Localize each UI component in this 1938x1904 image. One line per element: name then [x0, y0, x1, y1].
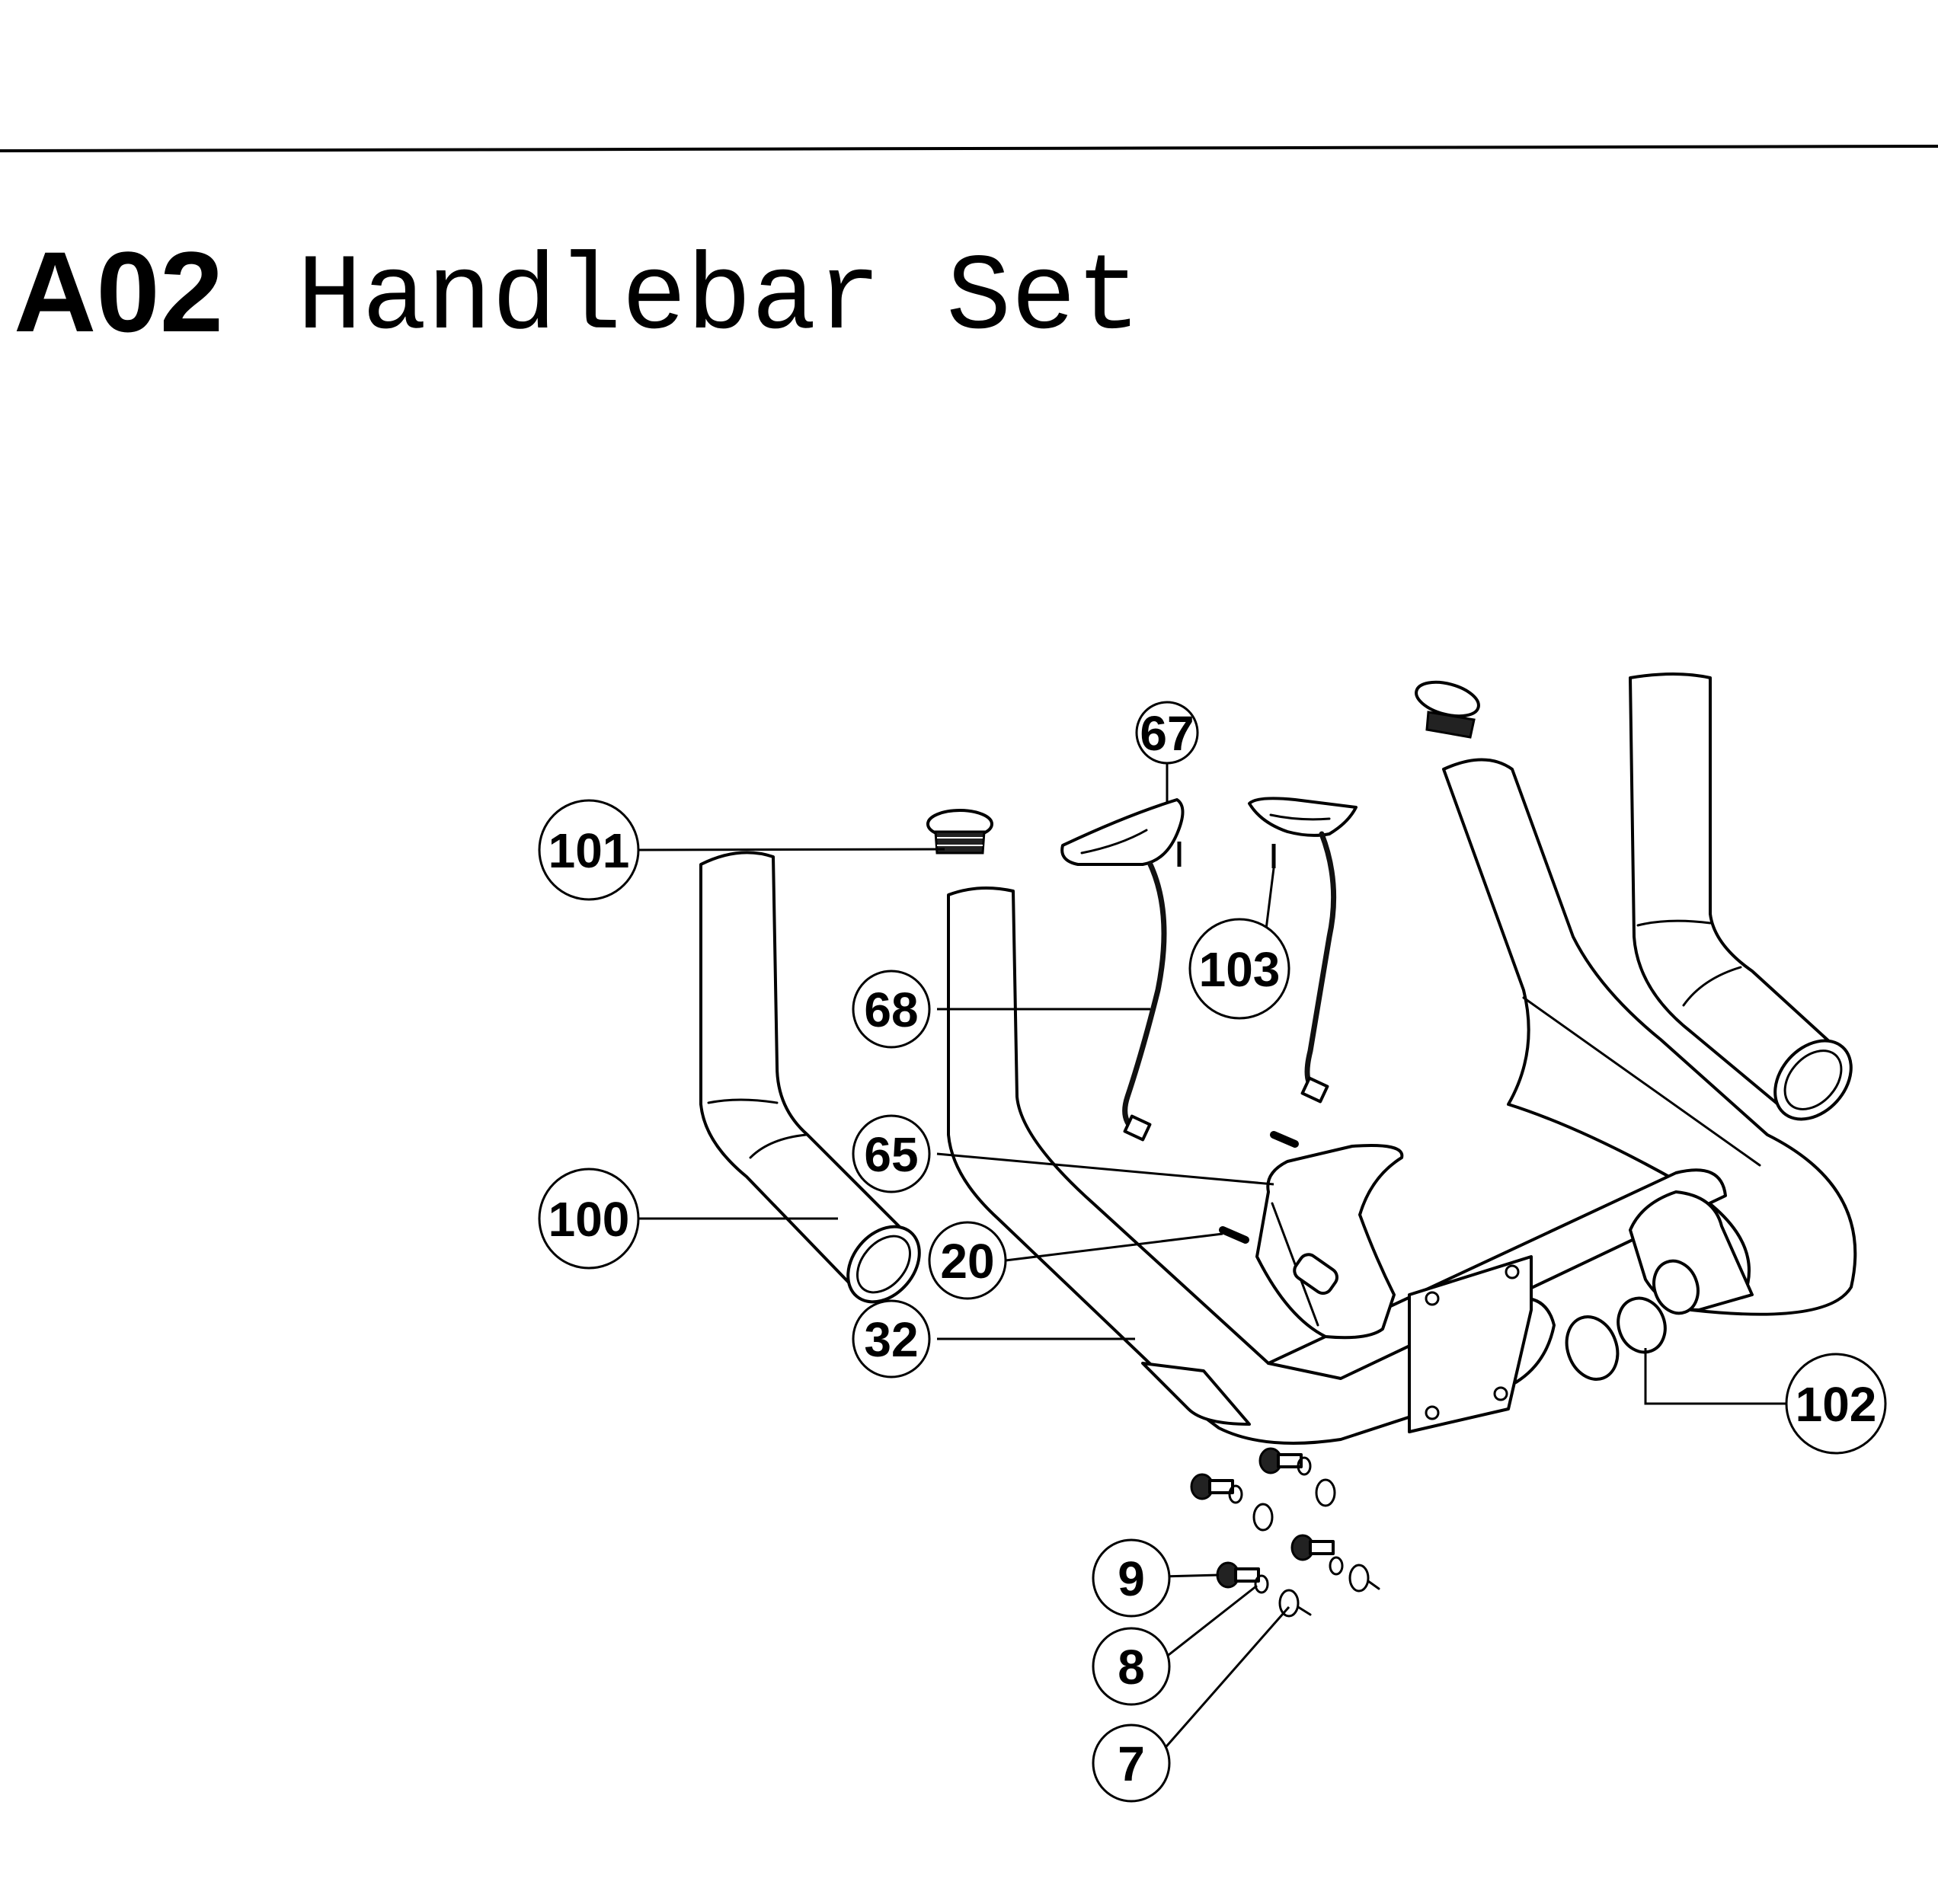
callout-101: 101 [538, 799, 640, 901]
title-name: Handlebar Set [297, 238, 1141, 360]
callout-100: 100 [538, 1168, 640, 1270]
part-65-bracket-cover [1219, 1131, 1404, 1340]
header-rule [0, 145, 1938, 152]
callout-103: 103 [1188, 918, 1290, 1020]
bolt-set-3 [1290, 1534, 1380, 1593]
bolt-set-2 [1190, 1473, 1274, 1532]
callout-32: 32 [852, 1299, 931, 1378]
callout-7: 7 [1092, 1724, 1171, 1803]
callout-67-label: 67 [1140, 706, 1194, 761]
callout-103-label: 103 [1199, 942, 1281, 997]
callout-67: 67 [1135, 701, 1199, 765]
part-grip-tube-right [1629, 672, 1853, 1121]
bolt-set-1 [1258, 1447, 1336, 1507]
callout-68: 68 [852, 970, 931, 1049]
part-67-pulse-sensor-left [1060, 798, 1185, 1142]
callout-9-label: 9 [1118, 1551, 1145, 1606]
part-101-end-cap-left [926, 809, 993, 855]
callout-8: 8 [1092, 1627, 1171, 1706]
title-code: A02 [14, 228, 223, 356]
callout-102-label: 102 [1796, 1377, 1877, 1432]
callout-65-label: 65 [864, 1127, 918, 1182]
callout-101-label: 101 [548, 823, 630, 878]
part-102-bushings [1565, 1259, 1700, 1381]
callout-9: 9 [1092, 1538, 1171, 1618]
callout-102: 102 [1785, 1353, 1887, 1455]
part-67-pulse-sensor-right [1248, 797, 1358, 1104]
callout-65: 65 [852, 1114, 931, 1193]
callout-100-label: 100 [548, 1192, 630, 1247]
callout-7-label: 7 [1118, 1736, 1145, 1791]
callout-20: 20 [928, 1221, 1007, 1300]
callout-8-label: 8 [1118, 1640, 1145, 1695]
bolt-set-4 [1216, 1561, 1312, 1618]
part-100-grip-tube-left [699, 851, 921, 1304]
callout-32-label: 32 [864, 1312, 918, 1367]
callout-68-label: 68 [864, 982, 918, 1037]
callout-20-label: 20 [940, 1234, 994, 1289]
leader-lines [638, 763, 1790, 1752]
part-9-8-7-bolt-sets [1190, 1447, 1380, 1618]
part-end-cap-right [1415, 680, 1480, 739]
